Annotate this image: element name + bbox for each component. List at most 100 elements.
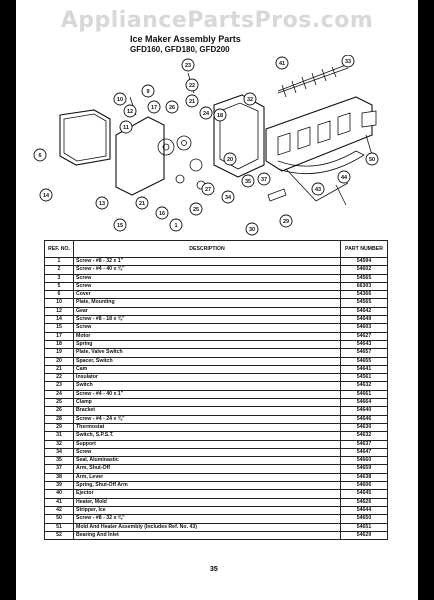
callout-label: 44: [341, 175, 348, 181]
cell-ref: 1: [44, 256, 74, 267]
cell-part: 54629: [340, 530, 388, 541]
callout-label: 33: [345, 59, 351, 65]
callout-label: 10: [117, 97, 123, 103]
cell-ref: 21: [44, 364, 74, 375]
cell-desc: Bearing And Inlet: [73, 530, 341, 541]
callout-label: 43: [315, 187, 321, 193]
cell-desc: Spacer, Switch: [73, 356, 341, 366]
cell-desc: Cover: [73, 290, 341, 300]
cell-desc: Seal, Aluminastic: [73, 456, 341, 466]
cell-part: 54651: [340, 522, 388, 532]
callout-label: 17: [151, 105, 157, 111]
cell-ref: 40: [44, 489, 74, 499]
cell-part: 54602: [340, 265, 388, 275]
cell-ref: 39: [44, 480, 74, 491]
cell-desc: Motor: [73, 331, 341, 341]
cell-desc: Screw - #4 - 40 x ⅜": [73, 265, 341, 275]
callout-label: 34: [225, 195, 232, 201]
cell-desc: Plate, Valve Switch: [73, 348, 341, 358]
cell-ref: 24: [44, 389, 74, 400]
cell-part: 54664: [340, 398, 388, 408]
cell-part: 54565: [340, 273, 388, 283]
cell-part: 54603: [340, 323, 388, 333]
cell-ref: 42: [44, 505, 74, 516]
cell-ref: 31: [44, 431, 74, 441]
cell-desc: Screw: [73, 323, 341, 333]
cell-desc: Clamp: [73, 398, 341, 408]
cell-part: 54630: [340, 422, 388, 433]
callout-label: 26: [169, 105, 175, 111]
cell-ref: 35: [44, 456, 74, 466]
cell-ref: 3: [44, 273, 74, 283]
page-number: 35: [210, 566, 218, 573]
cell-ref: 41: [44, 497, 74, 507]
cell-ref: 10: [44, 298, 74, 308]
cell-desc: Spring: [73, 339, 341, 350]
callout-label: 21: [189, 99, 195, 105]
callout-label: 16: [159, 211, 165, 217]
cell-ref: 6: [44, 290, 74, 300]
callout-label: 22: [189, 83, 195, 89]
callout-label: 18: [217, 113, 223, 119]
cell-desc: Cam: [73, 364, 341, 375]
callout-label: 21: [139, 201, 145, 207]
cell-ref: 32: [44, 439, 74, 449]
exploded-parts-diagram: 23 22 9 17 26 21 24 18 32 41 33 10 12 11…: [33, 55, 379, 236]
cell-desc: Screw: [73, 281, 341, 292]
cell-desc: Spring, Shut-Off Arm: [73, 480, 341, 491]
callout-label: 1: [174, 223, 177, 229]
header-part-number: PART NUMBER: [340, 240, 388, 258]
cell-desc: Plate, Mounting: [73, 298, 341, 308]
cell-ref: 14: [44, 315, 74, 325]
cell-ref: 18: [44, 339, 74, 350]
cell-part: 54655: [340, 356, 388, 366]
cell-desc: Mold And Heater Assembly (Includes Ref. …: [73, 522, 341, 532]
callout-label: 11: [123, 125, 129, 131]
callout-label: 9: [146, 89, 149, 95]
callout-label: 37: [261, 177, 267, 183]
callout-label: 6: [38, 153, 41, 159]
cell-desc: Screw - #8 - 18 x ⅜": [73, 315, 341, 325]
cell-desc: Bracket: [73, 406, 341, 416]
cell-desc: Heater, Mold: [73, 497, 341, 507]
cell-desc: Switch, S.P.S.T.: [73, 431, 341, 441]
cell-part: 54645: [340, 489, 388, 499]
cell-part: 54644: [340, 505, 388, 516]
cell-part: 54606: [340, 480, 388, 491]
cell-ref: 34: [44, 447, 74, 458]
watermark: AppliancePartsPros.com: [60, 8, 374, 33]
callout-label: 24: [203, 111, 210, 117]
cell-ref: 20: [44, 356, 74, 366]
callout-label: 41: [279, 61, 285, 67]
cell-desc: Screw - #8 - 32 x 1": [73, 256, 341, 267]
cell-ref: 15: [44, 323, 74, 333]
cell-part: 54638: [340, 472, 388, 483]
cell-desc: Screw: [73, 273, 341, 283]
cell-ref: 12: [44, 306, 74, 317]
cell-desc: Thermostat: [73, 422, 341, 433]
callout-label: 12: [127, 109, 133, 115]
cell-part: 54637: [340, 439, 388, 449]
callout-label: 13: [99, 201, 105, 207]
cell-part: 54632: [340, 431, 388, 441]
